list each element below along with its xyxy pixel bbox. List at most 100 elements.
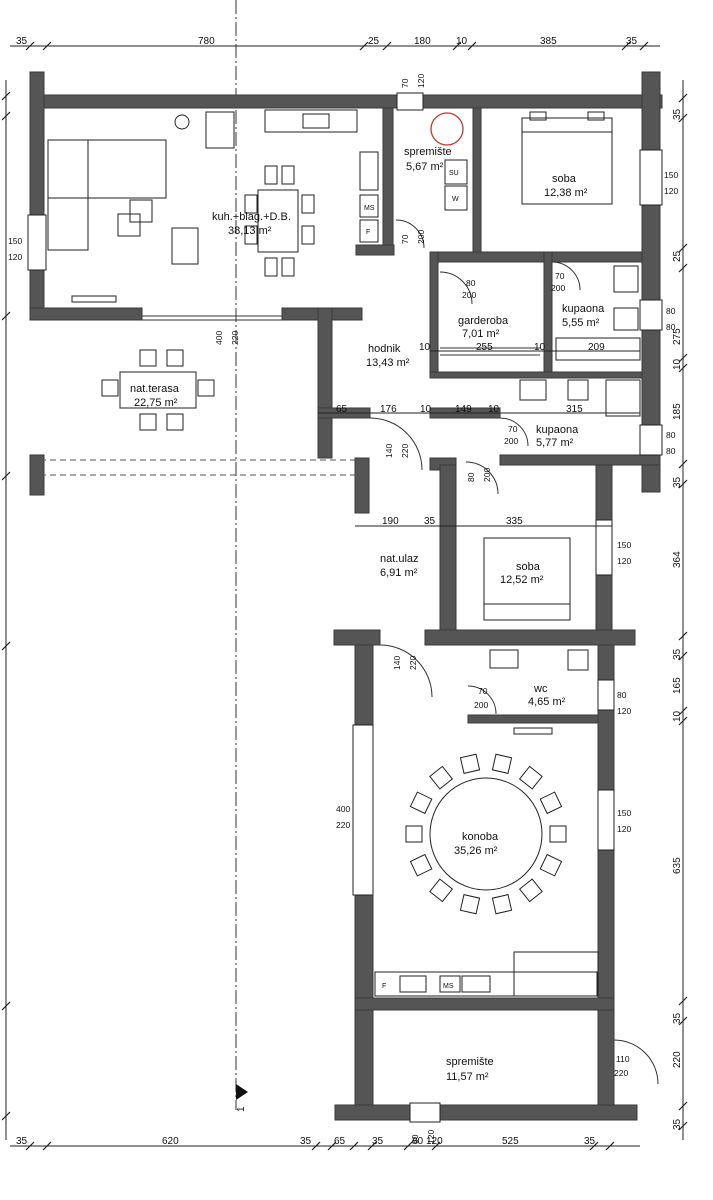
entrance-area: 6,91 m² xyxy=(380,567,418,579)
bath2-fixtures xyxy=(519,379,641,417)
fridge-label: F xyxy=(366,229,370,236)
top-dimension-line: 35 780 25 180 10 385 35 xyxy=(10,36,660,51)
dim-label: 35 xyxy=(16,36,28,47)
dim-label: 25 xyxy=(368,36,380,47)
opening-width: 80 xyxy=(410,1134,420,1144)
terrace-outline xyxy=(30,315,362,476)
room-labels: kuh.+blag.+D.B. 38,13 m² spremište 5,67 … xyxy=(130,146,605,1083)
opening-height: 220 xyxy=(614,1068,628,1078)
section-marker-label: 1 xyxy=(236,1106,247,1112)
konoba-area: 35,26 m² xyxy=(454,845,498,857)
dim-label: 35 xyxy=(626,36,638,47)
opening-height: 220 xyxy=(336,820,350,830)
konoba-microwave-label: MS xyxy=(443,983,454,990)
dim-label: 275 xyxy=(672,328,683,345)
dim-label: 780 xyxy=(198,36,215,47)
dim-label: 65 xyxy=(334,1136,346,1147)
opening-height: 120 xyxy=(426,1130,436,1144)
dim-label: 315 xyxy=(566,404,583,415)
dim-label: 35 xyxy=(424,516,436,527)
wardrobe-fixtures xyxy=(440,347,540,356)
dim-label: 65 xyxy=(336,404,348,415)
terrace-name: nat.terasa xyxy=(130,383,180,395)
bath2-name: kupaona xyxy=(536,424,579,436)
walls xyxy=(29,71,663,1121)
opening-height: 80 xyxy=(666,322,676,332)
dim-label: 35 xyxy=(672,476,683,488)
dim-label: 35 xyxy=(672,1118,683,1130)
opening-height: 120 xyxy=(664,186,678,196)
hall-name: hodnik xyxy=(368,343,401,355)
dim-label: 190 xyxy=(382,516,399,527)
opening-width: 400 xyxy=(336,804,350,814)
opening-height: 220 xyxy=(230,331,240,345)
washer-label: W xyxy=(452,196,459,203)
opening-height: 120 xyxy=(617,556,631,566)
living-room-furniture: MS F xyxy=(47,109,379,303)
dim-label: 35 xyxy=(672,648,683,660)
bath2-area: 5,77 m² xyxy=(536,437,574,449)
bath1-fixtures xyxy=(555,265,641,361)
door-swings xyxy=(369,219,659,1085)
opening-width: 70 xyxy=(508,424,518,434)
dim-label: 209 xyxy=(588,342,605,353)
dim-label: 35 xyxy=(672,1012,683,1024)
opening-width: 70 xyxy=(400,234,410,244)
dim-label: 165 xyxy=(672,677,683,694)
konoba-furniture: F MS xyxy=(374,753,599,997)
konoba-fridge-label: F xyxy=(382,983,386,990)
konoba-chair xyxy=(539,853,563,877)
opening-width: 400 xyxy=(214,331,224,345)
hall-area: 13,43 m² xyxy=(366,357,410,369)
right-dimension-line: 35 25 275 10 185 35 364 35 165 10 635 35… xyxy=(672,80,688,1140)
opening-width: 80 xyxy=(666,306,676,316)
opening-height: 200 xyxy=(551,283,565,293)
opening-height: 200 xyxy=(416,230,426,244)
dim-label: 35 xyxy=(372,1136,384,1147)
storage2-area: 11,57 m² xyxy=(446,1071,489,1083)
konoba-chair xyxy=(409,853,433,877)
windows xyxy=(27,92,663,1123)
bath1-area: 5,55 m² xyxy=(562,317,600,329)
dim-label: 120 xyxy=(426,1136,443,1147)
wardrobe-area: 7,01 m² xyxy=(462,328,500,340)
wc-fixtures xyxy=(489,649,589,735)
bedroom1-area: 12,38 m² xyxy=(544,187,588,199)
dim-label: 180 xyxy=(414,36,431,47)
opening-height: 220 xyxy=(400,444,410,458)
living-room-name: kuh.+blag.+D.B. xyxy=(212,211,291,223)
storage1-name: spremište xyxy=(404,146,452,158)
opening-width: 110 xyxy=(616,1054,630,1064)
entrance-name: nat.ulaz xyxy=(380,553,419,565)
dim-label: 620 xyxy=(162,1136,179,1147)
section-marker-arrow xyxy=(236,1084,248,1100)
dim-label: 10 xyxy=(456,36,468,47)
opening-height: 200 xyxy=(482,468,492,482)
dim-label: 35 xyxy=(16,1136,28,1147)
bedroom2-area: 12,52 m² xyxy=(500,574,544,586)
bottom-dimension-line: 35 620 35 65 35 80 120 525 35 xyxy=(10,1136,640,1151)
terrace-furniture xyxy=(101,349,215,431)
opening-height: 120 xyxy=(617,706,631,716)
opening-width: 150 xyxy=(617,808,631,818)
opening-width: 140 xyxy=(384,444,394,458)
opening-width: 70 xyxy=(555,271,565,281)
opening-height: 220 xyxy=(408,656,418,670)
konoba-chair xyxy=(459,753,481,774)
konoba-chair xyxy=(429,878,454,903)
dim-label: 25 xyxy=(672,250,683,262)
living-room-area: 38,13 m² xyxy=(228,225,272,237)
dim-label: 80 xyxy=(412,1136,424,1147)
konoba-chair xyxy=(491,894,513,915)
opening-height: 120 xyxy=(617,824,631,834)
opening-width: 150 xyxy=(664,170,678,180)
opening-width: 140 xyxy=(392,656,402,670)
storage1-area: 5,67 m² xyxy=(406,161,444,173)
dim-label: 10 xyxy=(419,342,431,353)
bedroom2-name: soba xyxy=(516,561,541,573)
dim-label: 176 xyxy=(380,404,397,415)
konoba-chair xyxy=(539,791,563,815)
konoba-chair xyxy=(518,765,543,790)
dim-label: 10 xyxy=(672,358,683,370)
dim-label: 10 xyxy=(488,404,500,415)
